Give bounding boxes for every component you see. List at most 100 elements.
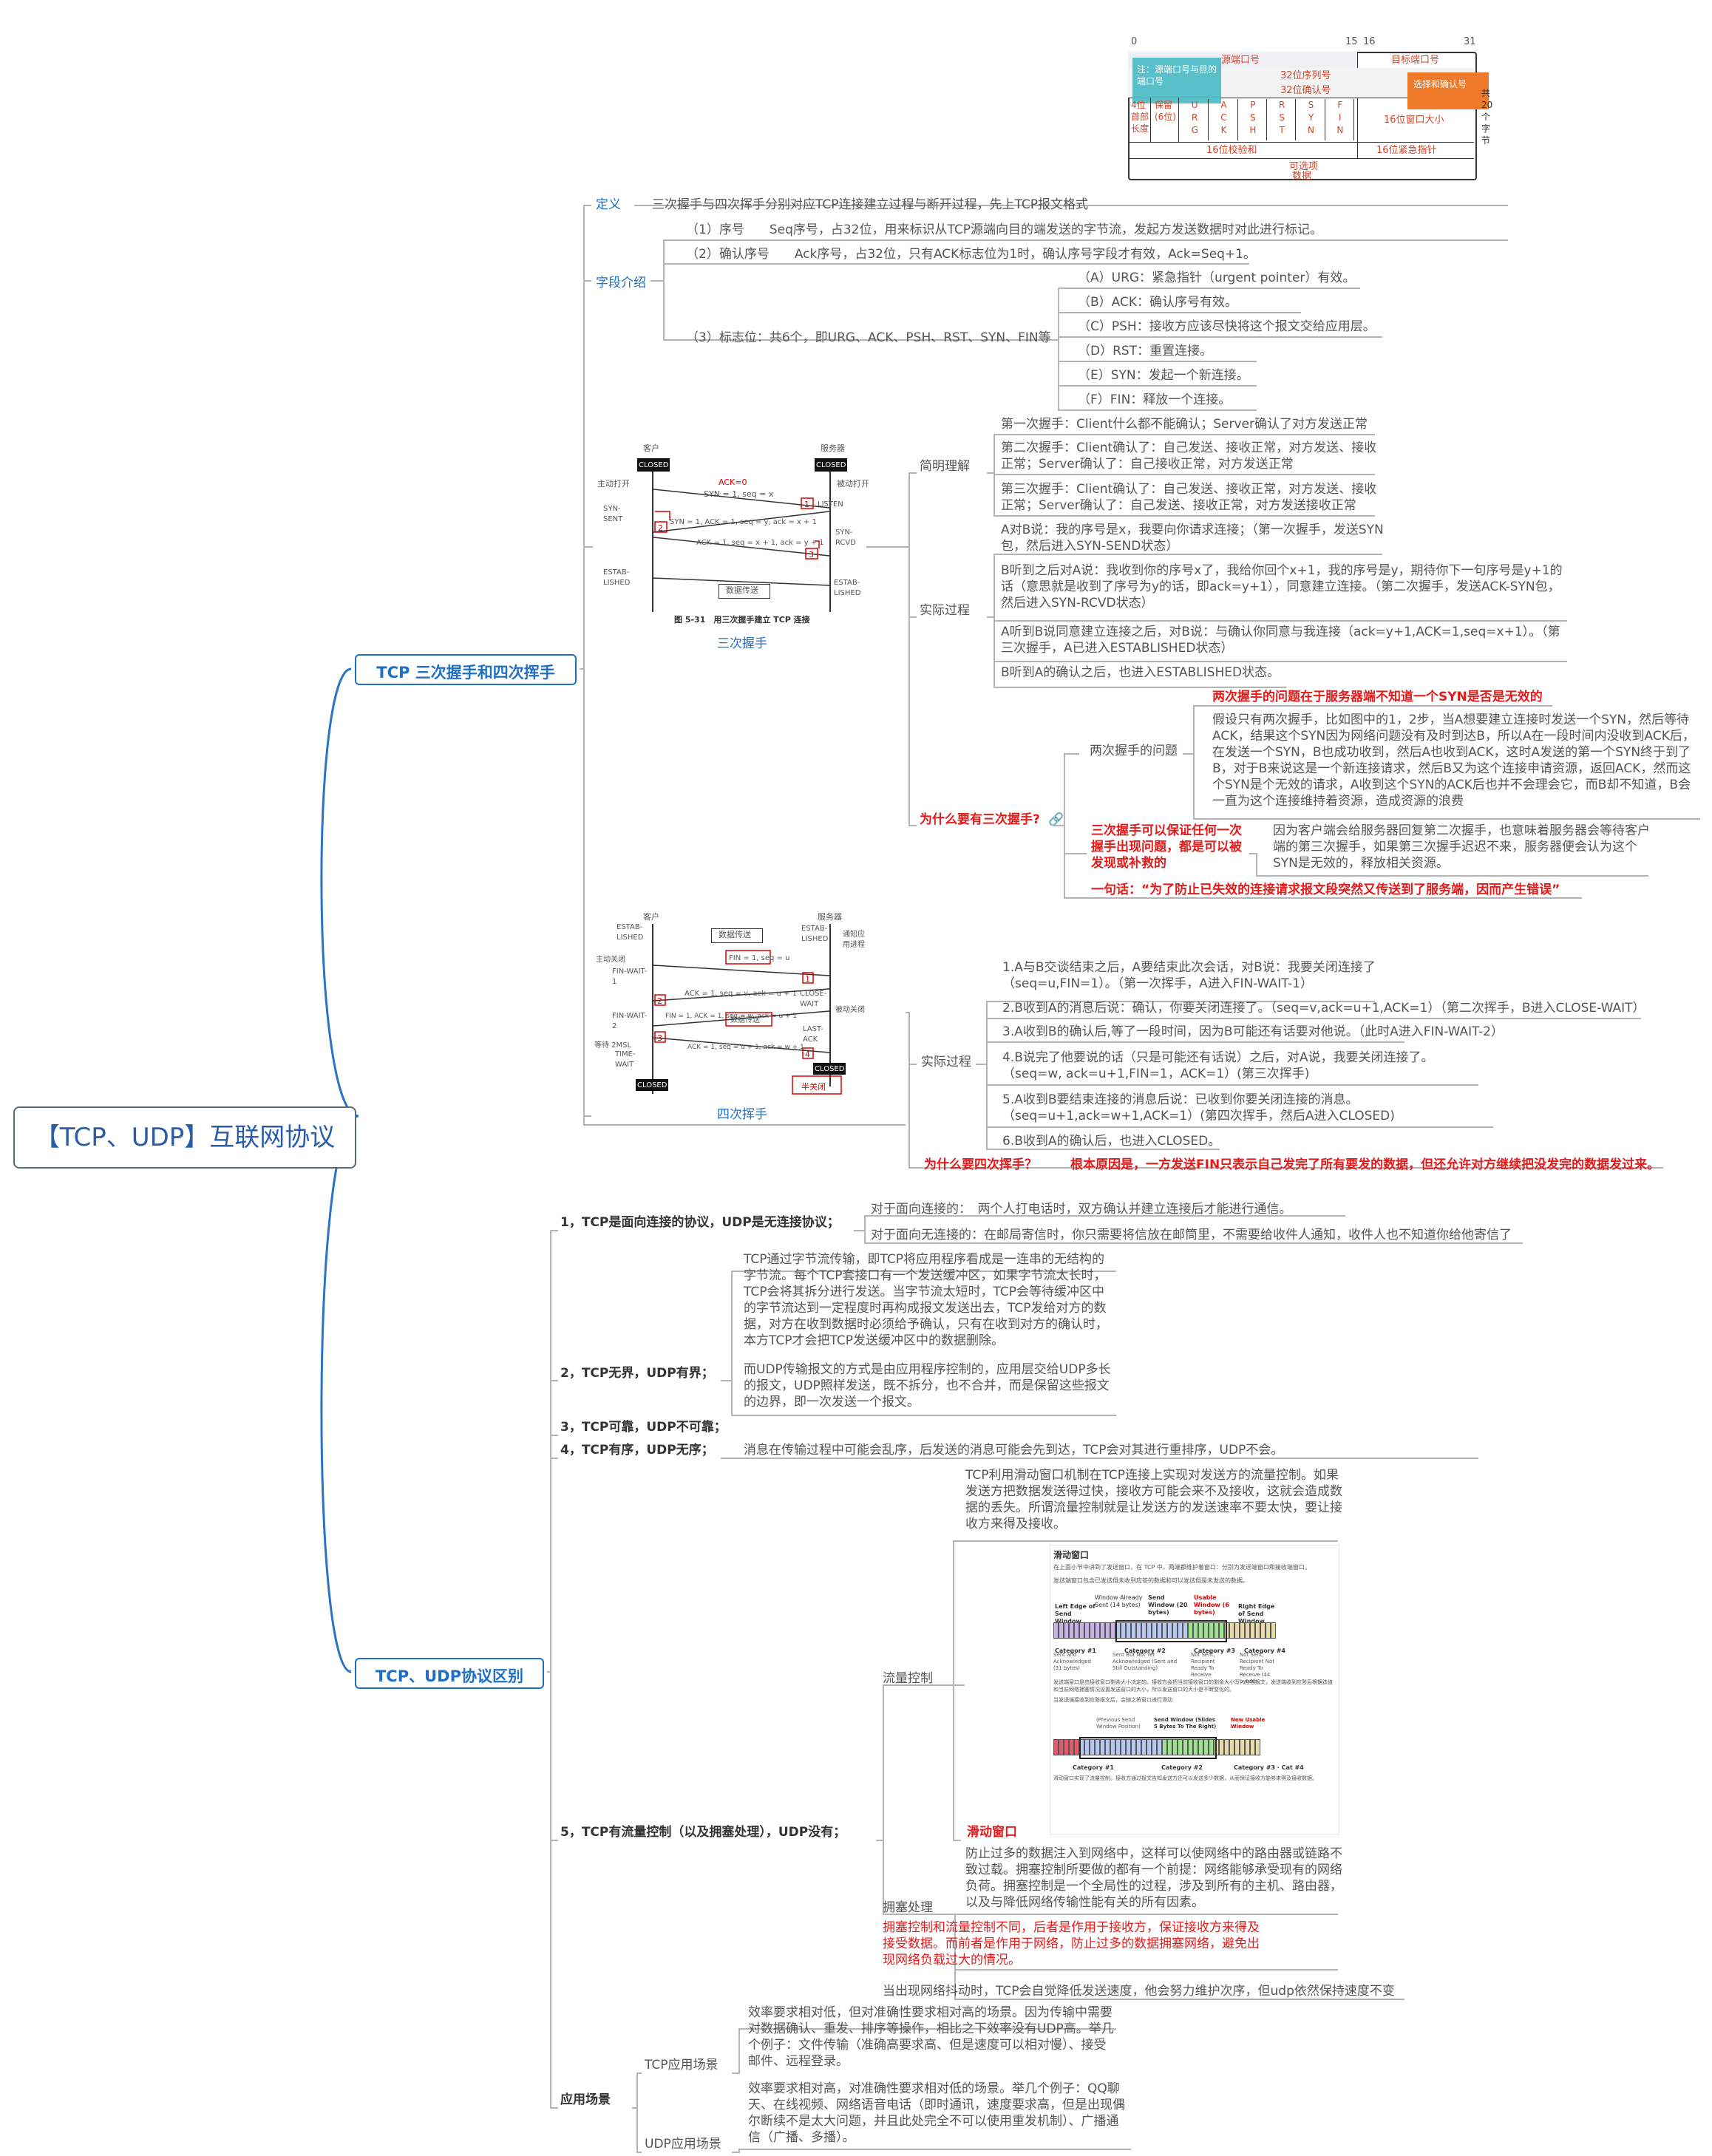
three-n3: 3 [809, 550, 814, 560]
three-active-open: 主动打开 [597, 479, 630, 489]
byte-cell [1172, 1739, 1178, 1755]
four-close-wait: CLOSE-WAIT [800, 990, 827, 1008]
four-time-wait: TIME-WAIT [615, 1050, 636, 1069]
byte-cell [1198, 1739, 1203, 1755]
four-data-2: 数据传送 [730, 1016, 760, 1024]
actual4-item-3: 3.A收到B的确认后,等了一段时间，因为B可能还有话要对他说。（此时A进入FIN… [1002, 1024, 1504, 1039]
byte-cell [1084, 1622, 1090, 1639]
fields-label[interactable]: 字段介绍 [596, 276, 646, 290]
diff-5-label[interactable]: 5，TCP有流量控制（以及拥塞处理），UDP没有； [560, 1825, 846, 1840]
actual-item-3: A听到B说同意建立连接之后，对B说：与确认你同意与我连接（ack=y+1,ACK… [1001, 625, 1560, 656]
byte-cell [1059, 1739, 1064, 1755]
flag-cell-psh: PSH [1240, 99, 1267, 140]
win-left-edge: Left Edge of Send Window [1055, 1603, 1096, 1625]
byte-cell [1172, 1622, 1178, 1639]
byte-cell [1224, 1739, 1229, 1755]
window-intro-2: 发送端窗口包含已发送但未收到应答的数据和可以发送但是未发送的数据。 [1053, 1577, 1249, 1584]
four-data: 数据传送 [719, 930, 751, 939]
byte-cell [1157, 1622, 1162, 1639]
byte-cell [1131, 1739, 1136, 1755]
send-window-frame [1079, 1737, 1217, 1759]
four-m4: ACK = 1, seq = u + 1, ack = w + 1 [687, 1044, 804, 1051]
three-client: 客户 [643, 443, 659, 453]
win-usable: Usable Window (6 bytes) [1194, 1594, 1229, 1616]
flow-label[interactable]: 流量控制 [883, 1671, 933, 1686]
link-icon[interactable]: 🔗 [1048, 812, 1064, 827]
simple-label[interactable]: 简明理解 [920, 459, 970, 474]
scenarios-label[interactable]: 应用场景 [560, 2092, 611, 2107]
three-closed-b: CLOSED [816, 461, 846, 469]
three-closed-a: CLOSED [639, 461, 669, 469]
cat2: Category #2 [1124, 1647, 1166, 1654]
actual-label[interactable]: 实际过程 [920, 603, 970, 618]
diff-4-label[interactable]: 4，TCP有序，UDP无序； [560, 1443, 714, 1458]
branch-diff[interactable]: TCP、UDP协议区别 [355, 1658, 544, 1689]
flag-syn: （E）SYN：发起一个新连接。 [1078, 368, 1249, 383]
simple-item-1: 第一次握手：Client什么都不能确认；Server确认了对方发送正常 [1001, 417, 1368, 432]
root-node[interactable]: 【TCP、UDP】互联网协议 [13, 1106, 356, 1169]
flag-fin: （F）FIN：释放一个连接。 [1078, 392, 1232, 407]
cat1: Category #1 [1055, 1647, 1096, 1654]
congestion-label[interactable]: 拥塞处理 [883, 1900, 933, 1915]
byte-cell [1147, 1622, 1152, 1639]
byte-cell [1229, 1739, 1234, 1755]
flag-cell-syn: SYN [1297, 99, 1325, 140]
sliding-window-caption[interactable]: 滑动窗口 [967, 1825, 1017, 1840]
actual4-item-5: 5.A收到B要结束连接的消息后说：已收到你要关闭连接的消息。（seq=u+1,a… [1002, 1092, 1395, 1123]
diff-1-label[interactable]: 1，TCP是面向连接的协议，UDP是无连接协议； [560, 1215, 840, 1230]
scale-31: 31 [1464, 36, 1476, 47]
branch-diff-label: TCP、UDP协议区别 [375, 1667, 523, 1685]
three-m3: ACK = 1, seq = x + 1, ack = y + 1 [696, 539, 824, 547]
why4-label[interactable]: 为什么要四次挥手？ [924, 1157, 1037, 1172]
diff-4-a: 消息在传输过程中可能会乱序，后发送的消息可能会先到达，TCP会对其进行重排序，U… [744, 1443, 1284, 1458]
cat34-b: Category #3 · Cat #4 [1234, 1764, 1304, 1771]
byte-cell [1110, 1739, 1115, 1755]
tcp-header-figure: 0 15 16 31 源端口号 目标端口号 32位序列号 32位确认号 注：源端… [1125, 21, 1502, 183]
window-bar-slid [1053, 1737, 1290, 1759]
byte-cell [1162, 1739, 1167, 1755]
flow-text: TCP利用滑动窗口机制在TCP连接上实现对发送方的流量控制。如果发送方把数据发送… [965, 1468, 1342, 1531]
send-window-frame [1115, 1620, 1227, 1642]
byte-cell [1095, 1622, 1100, 1639]
four-wait: 等待 2MSL [594, 1041, 632, 1050]
three-n1: 1 [804, 500, 809, 509]
flag-cell-rst: RST [1268, 99, 1297, 140]
byte-cell [1069, 1622, 1074, 1639]
definition-label[interactable]: 定义 [596, 197, 621, 212]
window-mid: 发送端窗口是由接收窗口剩余大小决定的。接收方会把当前接收窗口的剩余大小写入应答报… [1053, 1679, 1333, 1693]
diff-3-label[interactable]: 3，TCP可靠，UDP不可靠； [560, 1420, 727, 1435]
diff-2-label[interactable]: 2，TCP无界，UDP有界； [560, 1366, 714, 1381]
byte-cell [1260, 1622, 1266, 1639]
three-m2: SYN = 1, ACK = 1, seq = y, ack = x + 1 [670, 518, 817, 526]
why4-text: 根本原因是，一方发送FIN只表示自己发完了所有要发的数据，但还允许对方继续把没发… [1070, 1157, 1660, 1172]
options-field: 可选项 [1289, 161, 1319, 172]
three-handshake-caption[interactable]: 三次握手 [717, 636, 767, 651]
cat2-desc: Sent But Not Yet Acknowledged (Sent and … [1113, 1652, 1178, 1671]
byte-cell [1219, 1622, 1224, 1639]
byte-cell [1121, 1739, 1126, 1755]
byte-cell [1074, 1622, 1079, 1639]
byte-cell [1152, 1622, 1157, 1639]
byte-cell [1250, 1622, 1255, 1639]
byte-cell [1240, 1739, 1245, 1755]
why3-label[interactable]: 为什么要有三次握手? [920, 812, 1040, 827]
byte-cell [1162, 1622, 1167, 1639]
four-n3: 3 [657, 1033, 662, 1043]
three-can-text: 因为客户端会给服务器回复第二次握手，也意味着服务器会等待客户端的第三次握手，如果… [1273, 823, 1650, 871]
four-half: 半关闭 [801, 1082, 826, 1092]
byte-cell [1064, 1622, 1069, 1639]
tcp-scenario-text: 效率要求相对低，但对准确性要求相对高的场景。因为传输中需要对数据确认、重发、排序… [748, 2005, 1114, 2069]
byte-cell [1059, 1622, 1064, 1639]
byte-cell [1240, 1622, 1245, 1639]
four-handshake-caption[interactable]: 四次挥手 [717, 1107, 767, 1122]
checksum-field: 16位校验和 [1206, 145, 1257, 156]
actual4-label[interactable]: 实际过程 [921, 1055, 971, 1070]
flag-ack: （B）ACK：确认序号有效。 [1078, 295, 1238, 310]
cat4: Category #4 [1244, 1647, 1285, 1654]
two-problem-label[interactable]: 两次握手的问题 [1090, 744, 1178, 758]
tcp-scenario-label[interactable]: TCP应用场景 [645, 2058, 719, 2072]
branch-handshake[interactable]: TCP 三次握手和四次挥手 [355, 654, 577, 685]
udp-scenario-label[interactable]: UDP应用场景 [645, 2137, 721, 2152]
byte-cell [1167, 1739, 1172, 1755]
